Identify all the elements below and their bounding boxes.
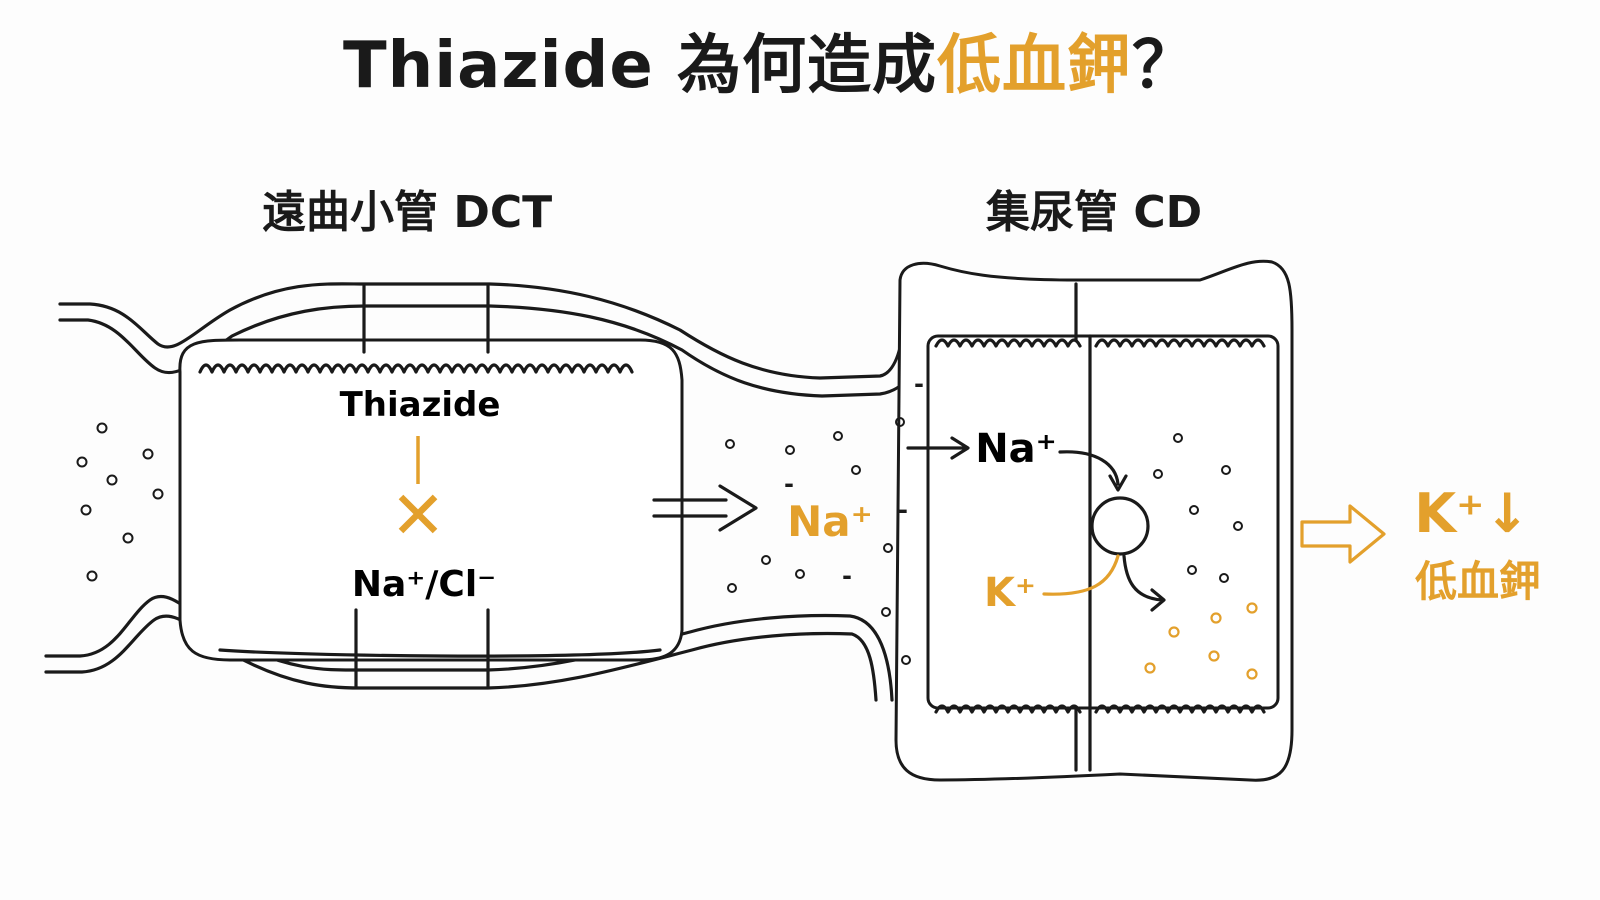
lumen-na-label: Na⁺ bbox=[787, 497, 873, 546]
dct-label: 遠曲小管 DCT bbox=[262, 187, 553, 238]
hypokalemia-label: 低血鉀 bbox=[1415, 557, 1541, 606]
k-secretion-arrow-icon bbox=[1042, 554, 1166, 612]
dct-cells bbox=[178, 284, 684, 688]
cd-k-label: K⁺ bbox=[984, 570, 1036, 616]
cd-label: 集尿管 CD bbox=[986, 187, 1203, 238]
flow-arrow-icon bbox=[652, 484, 758, 532]
thiazide-label: Thiazide bbox=[340, 385, 501, 425]
negative-charges: - - - - bbox=[784, 370, 924, 590]
na-k-pump bbox=[1090, 496, 1150, 556]
svg-text:-: - bbox=[842, 562, 852, 590]
cd-na-label: Na⁺ bbox=[975, 426, 1057, 472]
k-down-label: K⁺↓ bbox=[1414, 482, 1530, 545]
svg-text:-: - bbox=[914, 370, 924, 398]
page-title: Thiazide 為何造成低血鉀？ bbox=[0, 14, 1540, 106]
nacl-cotransporter-label: Na⁺/Cl⁻ bbox=[352, 564, 496, 605]
block-cross-icon: ✕ bbox=[390, 477, 445, 554]
potassium-particles bbox=[1144, 602, 1258, 680]
svg-text:-: - bbox=[898, 496, 908, 524]
lumen-particles bbox=[76, 417, 1243, 665]
na-uptake-arrow-icon bbox=[906, 436, 970, 460]
tubule-wall-top bbox=[58, 282, 926, 398]
title-main: Thiazide 為何造成 bbox=[342, 29, 938, 103]
title-end: ？ bbox=[1132, 29, 1198, 103]
svg-text:-: - bbox=[784, 470, 794, 498]
na-pump-arrow-icon bbox=[1058, 450, 1128, 492]
result-arrow-icon bbox=[1300, 504, 1386, 564]
tubule-wall-bottom bbox=[44, 594, 894, 702]
title-highlight: 低血鉀 bbox=[937, 29, 1133, 103]
